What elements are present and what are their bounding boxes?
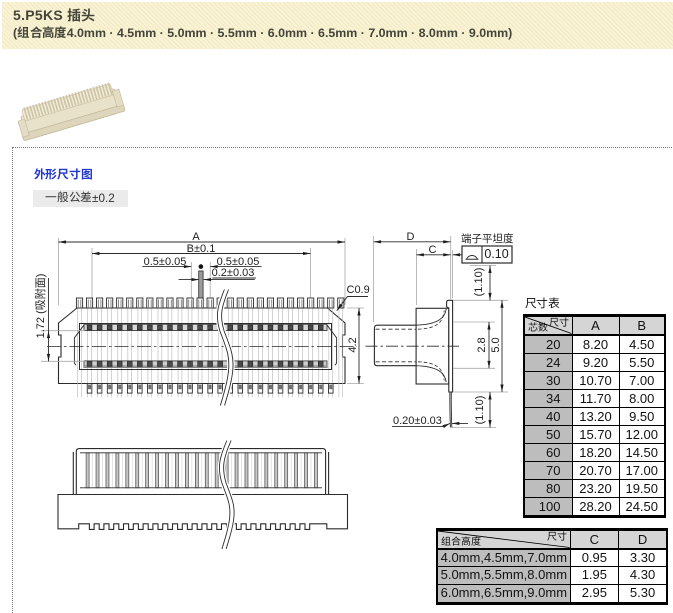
height-cell: 4.0mm,4.5mm,7.0mm bbox=[436, 547, 571, 568]
dim-b-cell: 19.50 bbox=[618, 479, 666, 499]
corner-label-size bbox=[548, 317, 569, 329]
table-row: 6.0mm,6.5mm,9.0mm 2.95 5.30 bbox=[436, 584, 668, 605]
dim-a-cell: 11.70 bbox=[571, 388, 620, 408]
product-photo bbox=[17, 82, 126, 141]
flatness-value: 0.10 bbox=[484, 246, 509, 261]
pin-count-cell: 34 bbox=[523, 388, 573, 408]
table-row: 70 20.70 17.00 bbox=[523, 461, 666, 481]
table-row: 24 9.20 5.50 bbox=[523, 352, 666, 372]
dim-d-label: D bbox=[406, 230, 415, 243]
dim-a-cell: 18.20 bbox=[571, 443, 620, 463]
mating-height-table: C D 4.0mm,4.5mm,7.0mm 0.95 3.30 5.0mm,5.… bbox=[436, 528, 668, 606]
col-header-a: A bbox=[571, 315, 620, 336]
dim-pitch-right-label: 0.5±0.05 bbox=[216, 255, 260, 268]
dim-pitch-left-label: 0.5±0.05 bbox=[143, 255, 187, 268]
page-title: 5.P5KS bbox=[13, 7, 673, 24]
dim-pin-width-label: 0.2±0.03 bbox=[211, 267, 255, 279]
pin-count-cell: 60 bbox=[523, 443, 573, 463]
flatness-title: 端子平坦度 bbox=[461, 232, 514, 245]
dim-a-cell: 13.20 bbox=[571, 406, 620, 426]
pin-count-cell: 50 bbox=[523, 424, 573, 445]
drawing-panel bbox=[12, 147, 673, 613]
dim-b-cell: 7.00 bbox=[618, 370, 666, 390]
height-cell: 5.0mm,5.5mm,8.0mm bbox=[436, 566, 571, 586]
pin-count-cell: 80 bbox=[523, 479, 573, 499]
col-header-d: D bbox=[618, 529, 668, 550]
height-cell: 6.0mm,6.5mm,9.0mm bbox=[436, 584, 571, 605]
page-header: 5.P5KS (4.0mm · 4.5mm · 5.0mm · 5.5mm · … bbox=[2, 2, 673, 49]
dim-a-cell: 23.20 bbox=[571, 479, 620, 499]
dim-b-label: B±0.1 bbox=[186, 243, 216, 255]
corner-label-pins bbox=[528, 322, 548, 333]
ref-bottom-label: (1.10) bbox=[474, 395, 486, 425]
pin-count-cell: 30 bbox=[523, 370, 573, 390]
body-height-label: 4.2 bbox=[346, 337, 359, 353]
ref-top-label: (1.10) bbox=[472, 267, 485, 296]
dim-c-cell: 0.95 bbox=[569, 547, 620, 568]
table-row: 100 28.20 24.50 bbox=[523, 497, 666, 518]
table-row: 40 13.20 9.50 bbox=[523, 406, 666, 426]
table-header-row: A B bbox=[523, 315, 666, 336]
dim-a-cell: 9.20 bbox=[571, 352, 620, 372]
table-row: 34 11.70 8.00 bbox=[523, 388, 666, 408]
dim-a-cell: 28.20 bbox=[571, 497, 620, 518]
diagonal-header-cell bbox=[523, 315, 573, 336]
dim-b-cell: 4.50 bbox=[618, 334, 666, 354]
pin-count-cell: 70 bbox=[523, 461, 573, 481]
dim-b-cell: 5.50 bbox=[618, 352, 666, 372]
diagonal-header-cell bbox=[436, 529, 571, 550]
chamfer-label: C0.9 bbox=[346, 283, 370, 296]
table-row: 80 23.20 19.50 bbox=[523, 479, 666, 499]
dim-c-cell: 1.95 bbox=[569, 566, 620, 586]
corner-label-height bbox=[441, 536, 481, 547]
pin-count-cell: 40 bbox=[523, 406, 573, 426]
dim-d-cell: 4.30 bbox=[618, 566, 668, 586]
pin-count-cell: 24 bbox=[523, 352, 573, 372]
dim-c-cell: 2.95 bbox=[569, 584, 620, 605]
dim-b-cell: 9.50 bbox=[618, 406, 666, 426]
table-row: 30 10.70 7.00 bbox=[523, 370, 666, 390]
dim-b-cell: 17.00 bbox=[618, 461, 666, 481]
dim-c-label: C bbox=[428, 243, 437, 256]
dim-d-cell: 3.30 bbox=[618, 547, 668, 568]
col-header-b: B bbox=[618, 315, 666, 336]
dim-b-cell: 14.50 bbox=[618, 443, 666, 463]
dim-a-cell: 20.70 bbox=[571, 461, 620, 481]
dim-b-cell: 24.50 bbox=[618, 497, 666, 518]
table-header-row: C D bbox=[436, 529, 668, 550]
dim-table-title bbox=[524, 297, 560, 311]
suction-face-label: 1.72 (吸附面) bbox=[34, 273, 47, 339]
page-subtitle: (4.0mm · 4.5mm · 5.0mm · 5.5mm · 6.0mm ·… bbox=[13, 26, 513, 40]
table-row: 20 8.20 4.50 bbox=[523, 334, 666, 354]
mid-height-label: 2.8 bbox=[475, 337, 488, 353]
table-row: 60 18.20 14.50 bbox=[523, 443, 666, 463]
dim-b-cell: 12.00 bbox=[618, 424, 666, 445]
dim-b-cell: 8.00 bbox=[618, 388, 666, 408]
flange-height-label: 5.0 bbox=[489, 337, 502, 353]
dim-d-cell: 5.30 bbox=[618, 584, 668, 605]
col-header-c: C bbox=[569, 529, 620, 550]
corner-label-size bbox=[546, 531, 567, 543]
pin-count-cell: 100 bbox=[523, 497, 573, 518]
tolerance-note: ±0.2 bbox=[32, 189, 128, 207]
table-row: 50 15.70 12.00 bbox=[523, 424, 666, 445]
dim-a-cell: 15.70 bbox=[571, 424, 620, 445]
dimension-table: A B 20 8.20 4.50 24 9.20 5.50 30 10.70 7… bbox=[523, 314, 666, 519]
pin-count-cell: 20 bbox=[523, 334, 573, 354]
dim-a-label: A bbox=[192, 230, 200, 243]
dim-a-cell: 10.70 bbox=[571, 370, 620, 390]
table-row: 5.0mm,5.5mm,8.0mm 1.95 4.30 bbox=[436, 566, 668, 586]
table-row: 4.0mm,4.5mm,7.0mm 0.95 3.30 bbox=[436, 547, 668, 568]
lead-thickness-label: 0.20±0.03 bbox=[393, 414, 442, 427]
dim-a-cell: 8.20 bbox=[571, 334, 620, 354]
